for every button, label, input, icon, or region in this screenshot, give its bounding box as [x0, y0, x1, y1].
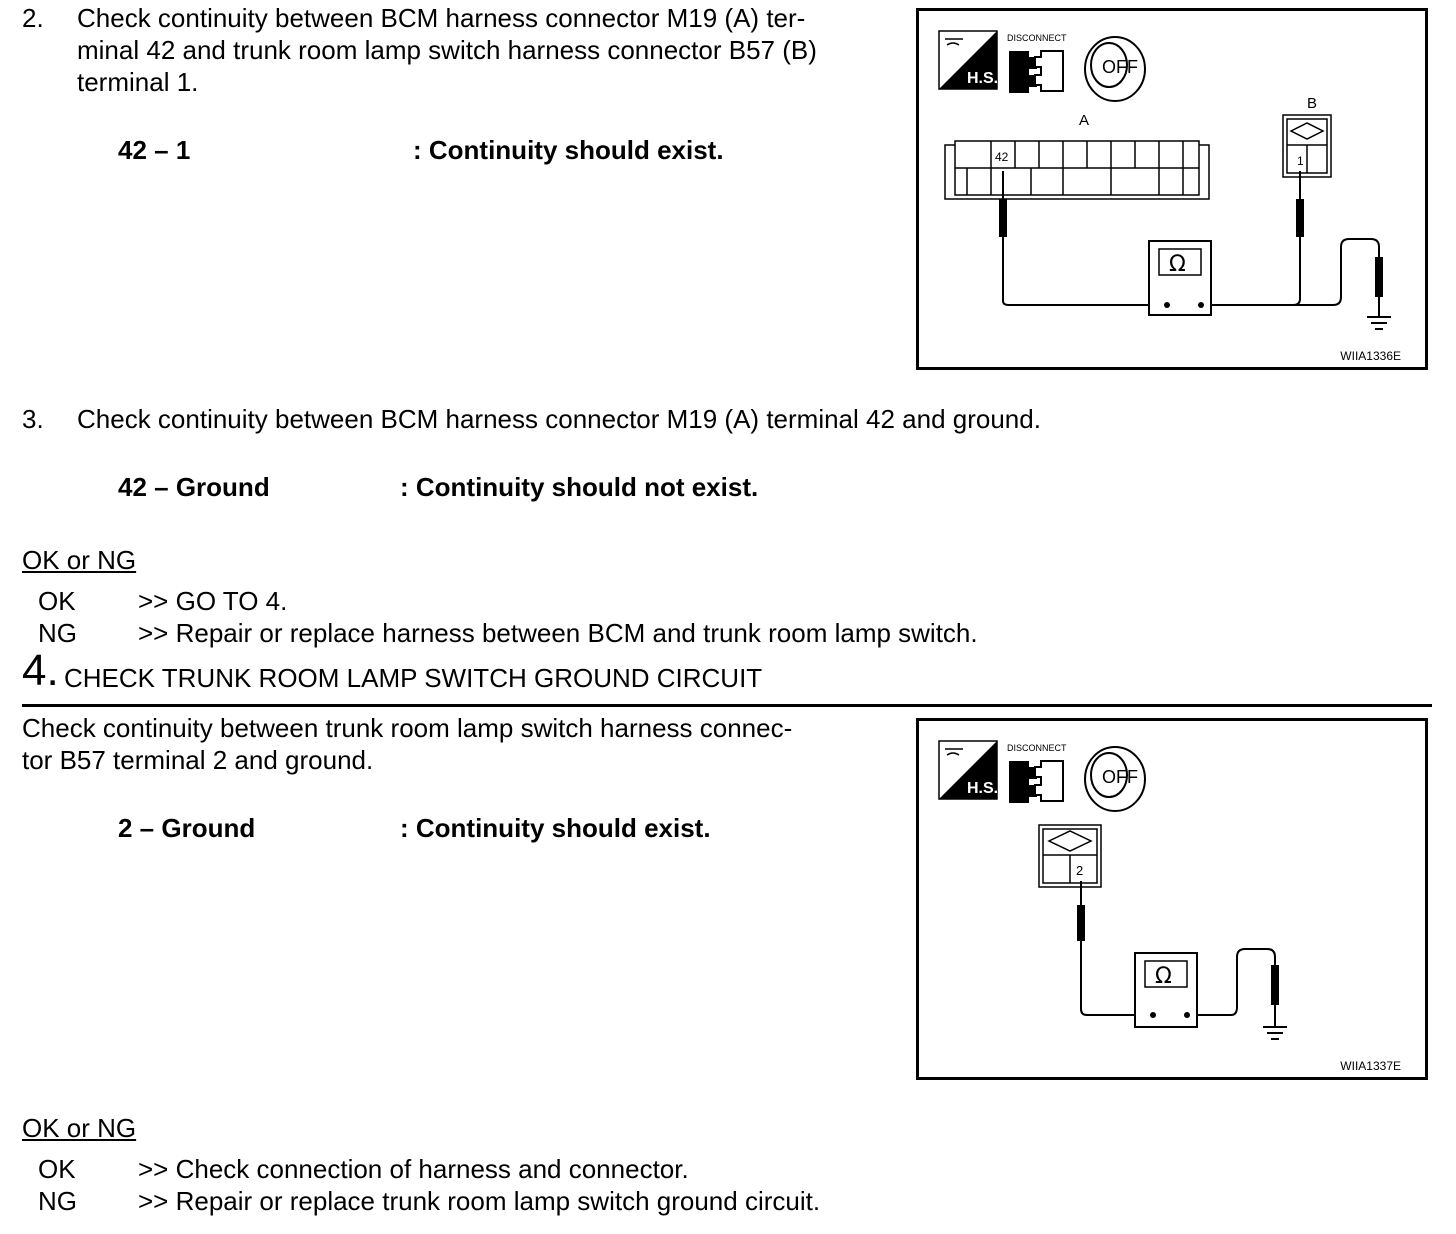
step-2-text-line-1: Check continuity between BCM harness con… — [77, 3, 806, 33]
svg-text:DISCONNECT: DISCONNECT — [1007, 33, 1067, 43]
step-3-number: 3. — [22, 404, 44, 434]
result-1-ng-label: NG — [38, 618, 77, 648]
result-2-ok-text: >> Check connection of harness and conne… — [138, 1154, 689, 1184]
figure-continuity-a-b: H.S. DISCONNECT OFF A — [916, 8, 1428, 370]
step-4-title: CHECK TRUNK ROOM LAMP SWITCH GROUND CIRC… — [64, 663, 763, 693]
connector-b-label: B — [1307, 95, 1317, 112]
terminal-b-label: 1 — [1297, 154, 1304, 168]
step-4-spec-value: : Continuity should exist. — [400, 813, 711, 843]
hs-icon: H.S. — [938, 30, 998, 90]
connector-a — [944, 140, 1210, 200]
step-3-spec-value: : Continuity should not exist. — [400, 472, 759, 502]
step-4-spec-label: 2 – Ground — [118, 813, 256, 843]
svg-text:OFF: OFF — [1102, 767, 1138, 787]
probe-terminal — [1077, 905, 1085, 941]
svg-text:Ω: Ω — [1155, 964, 1172, 989]
ignition-off-icon: OFF — [1084, 746, 1146, 812]
ohmmeter: Ω — [1134, 952, 1198, 1028]
step-4-text-line-1: Check continuity between trunk room lamp… — [22, 713, 793, 743]
svg-text:Ω: Ω — [1169, 252, 1186, 277]
step-4-text-line-2: tor B57 terminal 2 and ground. — [22, 745, 374, 775]
ignition-off-icon: OFF — [1084, 36, 1146, 102]
connector-b — [1282, 114, 1332, 178]
step-2-text-line-2: minal 42 and trunk room lamp switch harn… — [77, 35, 817, 65]
disconnect-icon: DISCONNECT — [1007, 33, 1067, 93]
step-4-divider — [22, 704, 1432, 707]
figure-continuity-ground: H.S. DISCONNECT OFF 2 — [916, 718, 1428, 1080]
hs-icon: H.S. — [938, 740, 998, 800]
figure-2-diagram: H.S. DISCONNECT OFF 2 — [938, 740, 1287, 1040]
connector-a-label: A — [1079, 112, 1089, 129]
result-1-ok-text: >> GO TO 4. — [138, 586, 288, 616]
result-2-heading: OK or NG — [22, 1113, 137, 1143]
svg-text:DISCONNECT: DISCONNECT — [1007, 743, 1067, 753]
figure-2-code: WIIA1337E — [1340, 1059, 1401, 1073]
step-3-spec-label: 42 – Ground — [118, 472, 270, 502]
result-1-ok-label: OK — [38, 586, 76, 616]
disconnect-icon: DISCONNECT — [1007, 743, 1067, 803]
ohmmeter: Ω — [1148, 240, 1212, 316]
result-1-ng-text: >> Repair or replace harness between BCM… — [138, 618, 978, 648]
svg-text:OFF: OFF — [1102, 57, 1138, 77]
result-2-ok-label: OK — [38, 1154, 76, 1184]
terminal-a-label: 42 — [995, 150, 1009, 164]
step-3-text: Check continuity between BCM harness con… — [77, 404, 1041, 434]
hs-label: H.S. — [967, 70, 998, 87]
step-2-spec-value: : Continuity should exist. — [413, 135, 724, 165]
result-2-ng-text: >> Repair or replace trunk room lamp swi… — [138, 1186, 821, 1216]
connector-b57 — [1038, 824, 1102, 888]
step-4-number: 4. — [22, 646, 59, 695]
result-2-ng-label: NG — [38, 1186, 77, 1216]
probe-ground — [1271, 965, 1279, 1005]
terminal-2-label: 2 — [1076, 863, 1083, 878]
step-2-text-line-3: terminal 1. — [77, 67, 199, 97]
figure-1-code: WIIA1336E — [1340, 349, 1401, 363]
svg-text:H.S.: H.S. — [967, 780, 998, 797]
result-1-heading: OK or NG — [22, 545, 137, 575]
probe-a — [999, 199, 1007, 237]
probe-b — [1296, 199, 1304, 237]
step-2-number: 2. — [22, 3, 44, 33]
step-2-spec-label: 42 – 1 — [118, 135, 191, 165]
figure-1-diagram: H.S. DISCONNECT OFF A — [938, 30, 1391, 330]
probe-ground — [1375, 257, 1383, 297]
